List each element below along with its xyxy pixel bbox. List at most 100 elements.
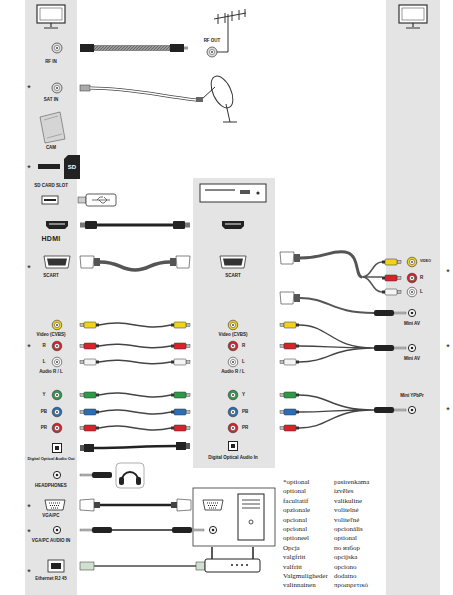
composite-av-cable (280, 343, 299, 349)
pc-vga-cable (209, 526, 216, 533)
port-label: Video (CVBS) (37, 333, 66, 338)
component-cable (171, 392, 190, 398)
composite-av-cable (408, 344, 415, 351)
optical-cable (53, 442, 238, 453)
composite-av-cable (171, 359, 190, 365)
scart-cable (80, 256, 100, 268)
rf-antenna-cable (207, 47, 217, 57)
hdmi-cable (222, 221, 244, 229)
pc-vga-cable (45, 488, 275, 546)
optical-cable (176, 442, 190, 450)
scart-cable (407, 273, 417, 283)
router-ethernet-cable (54, 569, 58, 571)
tv-icon (40, 8, 62, 20)
scart-cable (407, 257, 417, 267)
cam-card (40, 112, 65, 143)
note-text: valinnainen (283, 582, 316, 589)
router-ethernet-cable (196, 562, 205, 570)
tv-icon (406, 23, 420, 28)
pc-vga-cable (249, 520, 253, 524)
port-label: Mini AV (404, 357, 420, 362)
port-label: Video (CVBS) (219, 333, 248, 338)
headphones (53, 463, 144, 488)
router-ethernet-cable (231, 564, 233, 566)
port-label: VGA/PC (42, 514, 59, 519)
port-label: Audio R / L (221, 370, 245, 375)
port-label: L (420, 290, 423, 295)
composite-av-cable (171, 322, 190, 328)
note-text: volitelné (334, 507, 359, 514)
port-label: SCART (225, 274, 241, 279)
dvd-player (205, 189, 235, 190)
component-cable (80, 425, 99, 431)
port-label: PB (242, 410, 248, 415)
scart-cable (280, 292, 300, 304)
scart-cable (362, 262, 382, 292)
router-ethernet-cable (205, 559, 260, 572)
optional-mark: * (27, 568, 31, 577)
satellite-dish-cable (90, 88, 196, 100)
usb-stick (92, 197, 110, 203)
note-text: valfritt (283, 563, 302, 570)
optional-mark: * (27, 84, 31, 93)
note-text: opcional (283, 516, 307, 523)
component-cable (228, 390, 238, 400)
note-text: по избор (334, 544, 360, 551)
rf-antenna-cable (184, 47, 188, 50)
pc-vga-cable (80, 527, 112, 533)
composite-av-cable (171, 343, 190, 349)
rf-antenna-cable (214, 9, 246, 52)
scart-cable (407, 287, 417, 297)
sd-card-slot (38, 164, 60, 169)
port-label: Digital Optical Audio In (208, 456, 257, 461)
port-label: RF OUT (204, 39, 221, 44)
router-ethernet-cable (241, 564, 243, 566)
component-cable (280, 409, 299, 415)
composite-av-cable (80, 343, 99, 349)
composite-av-cable (99, 323, 171, 364)
router-ethernet-cable (94, 565, 196, 567)
port-label: Ethernet RJ 45 (35, 577, 67, 582)
hdmi-cable (80, 221, 97, 229)
router-ethernet-cable (48, 560, 64, 572)
port-label: SAT IN (44, 98, 58, 103)
side-panel (25, 0, 77, 595)
scart-cable (300, 252, 362, 277)
port-label: CAM (46, 146, 56, 151)
router-ethernet-cable (236, 564, 238, 566)
pc-vga-cable (80, 499, 100, 511)
router-ethernet-cable (80, 562, 94, 570)
router-ethernet-cable (212, 547, 253, 559)
scart-cable (44, 256, 70, 268)
tv-icon (44, 23, 58, 28)
pc-vga-cable (53, 526, 60, 533)
composite-av-cable (52, 320, 415, 367)
headphones (53, 471, 60, 478)
router-ethernet-cable (51, 563, 61, 569)
component-cable (280, 425, 299, 431)
hdmi-cable (97, 224, 173, 227)
component-cable (99, 393, 171, 430)
pc-vga-cable (203, 500, 223, 510)
pc-vga-cable (238, 494, 264, 540)
composite-av-cable (80, 322, 99, 328)
sd-card-slot (38, 155, 80, 179)
usb-stick (78, 197, 86, 203)
scart-cable (374, 310, 406, 316)
satellite-dish-cable (196, 97, 203, 102)
pc-vga-cable (100, 504, 171, 507)
card-logo: SD (68, 164, 76, 170)
satellite-dish-cable (207, 73, 238, 111)
composite-av-cable (280, 359, 299, 365)
optional-mark: * (446, 268, 450, 277)
optional-mark: * (27, 528, 31, 537)
note-text: opcijska (334, 554, 357, 561)
optional-mark: * (446, 343, 450, 352)
side-panel (193, 178, 275, 468)
composite-av-cable (374, 345, 406, 351)
dvd-player (240, 190, 250, 194)
usb-stick (44, 199, 56, 201)
component-cable (171, 425, 190, 431)
